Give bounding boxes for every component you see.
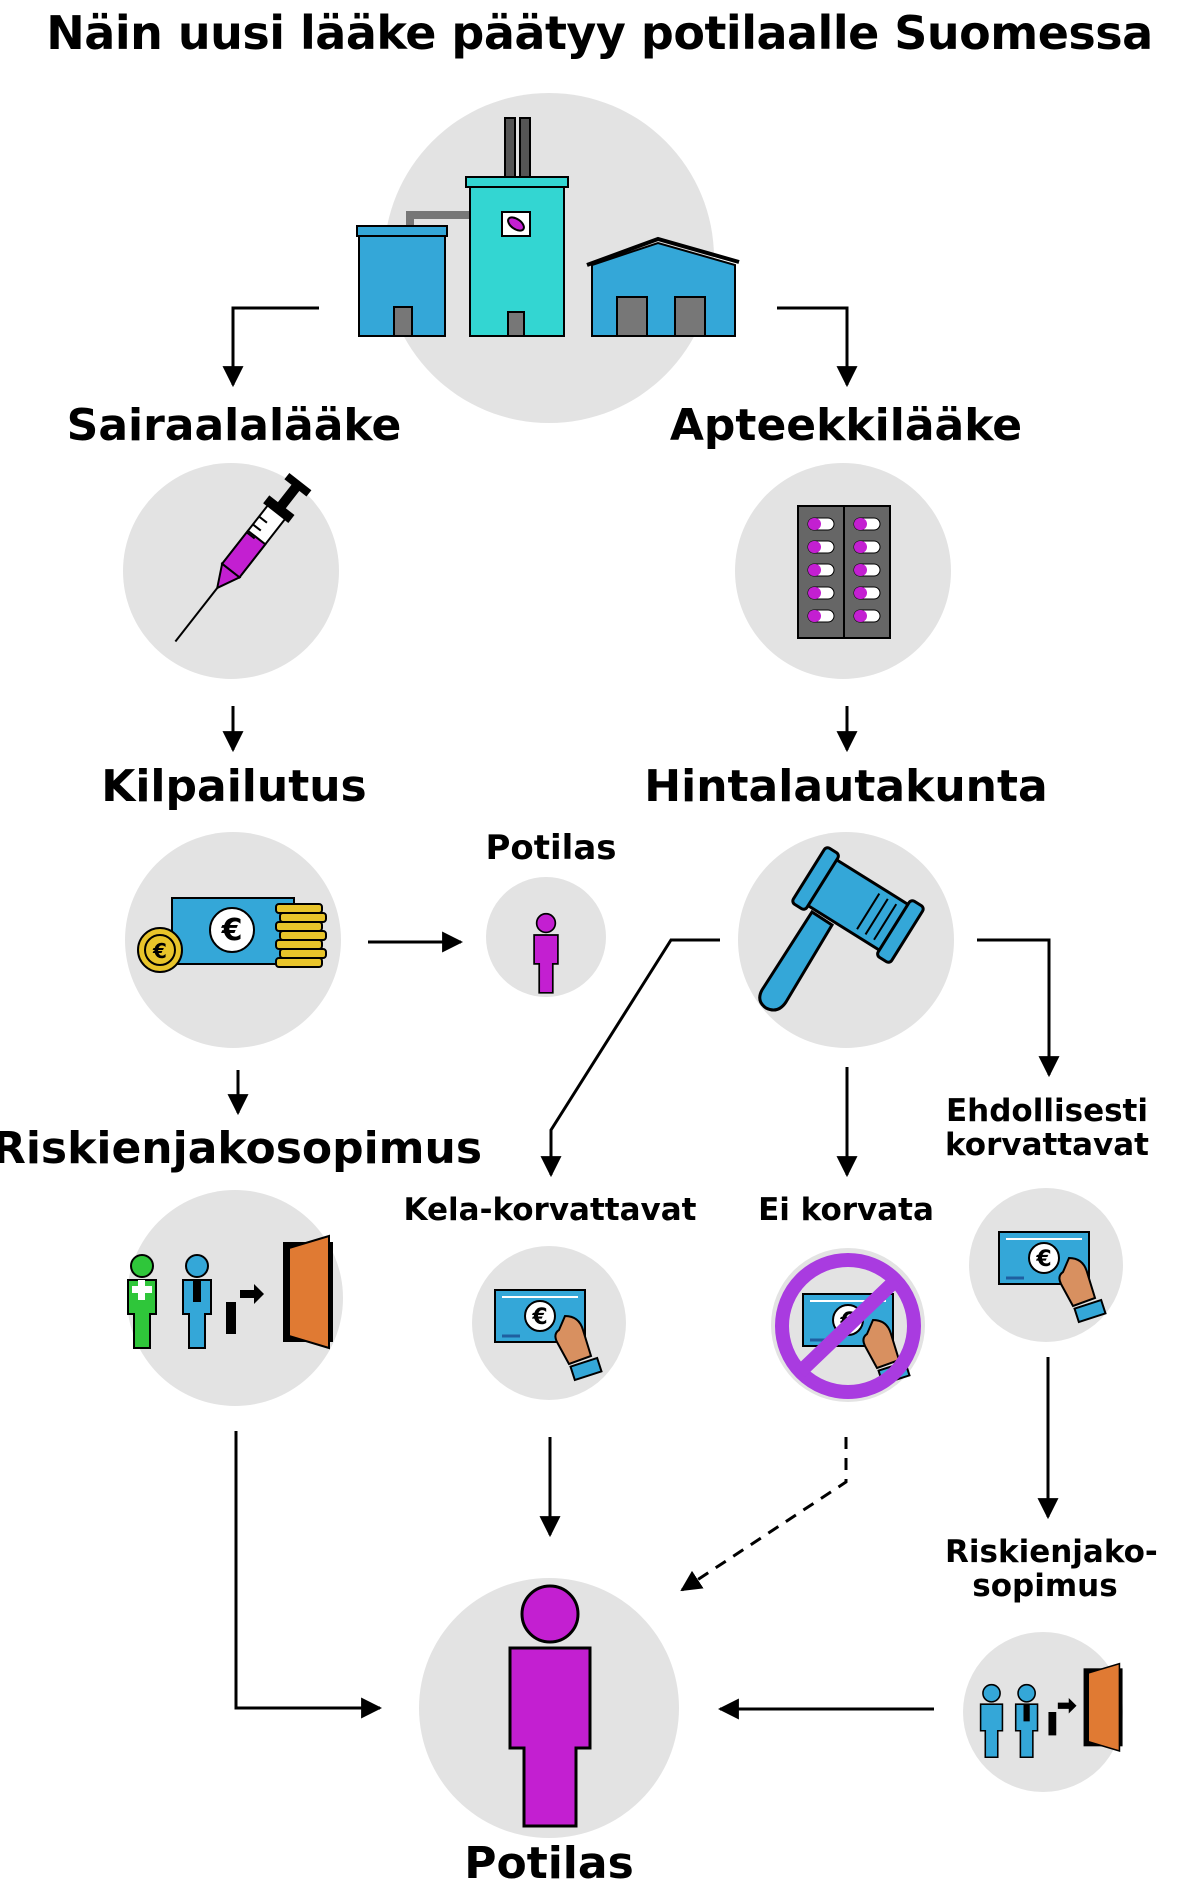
label-conditionally-reimbursed: Ehdollisesti korvattavat (945, 1093, 1149, 1164)
arrow-not-to-patient (680, 1437, 848, 1592)
label-kela-reimbursed: Kela-korvattavat (403, 1192, 697, 1228)
pill-blister-icon (797, 505, 891, 639)
label-patient: Potilas (464, 1838, 634, 1889)
label-pharmacy-drug: Apteekkilääke (669, 400, 1023, 451)
gavel-icon (758, 846, 925, 1012)
label-tendering: Kilpailutus (101, 761, 367, 812)
arrow-factory-to-pharmacy (777, 306, 858, 388)
label-patient-small: Potilas (485, 828, 617, 868)
page-title: Näin uusi lääke päätyy potilaalle Suomes… (46, 6, 1153, 60)
arrow-risk-to-patient (234, 1431, 383, 1719)
arrow-board-to-kela (540, 938, 720, 1178)
euro-money-icon: € € (137, 897, 327, 973)
label-hospital-drug: Sairaalalääke (66, 400, 402, 451)
label-not-reimbursed: Ei korvata (758, 1192, 934, 1228)
arrow-factory-to-hospital (222, 306, 319, 388)
no-sign-icon (775, 1253, 921, 1399)
svg-text:€: € (152, 939, 167, 963)
risk-sharing-icon (127, 1235, 334, 1349)
label-pricing-board: Hintalautakunta (644, 761, 1048, 812)
risk-small-circle (963, 1632, 1123, 1792)
label-risk-sharing-small: Riskienjako-sopimus (945, 1534, 1158, 1605)
label-risk-sharing: Riskienjakosopimus (0, 1123, 483, 1174)
risk-sharing-icon (979, 1662, 1124, 1759)
factory-icon (356, 117, 740, 337)
person-icon (508, 1584, 592, 1828)
syringe-icon (174, 472, 312, 643)
svg-text:€: € (221, 913, 243, 948)
arrow-board-to-conditional (977, 938, 1060, 1078)
